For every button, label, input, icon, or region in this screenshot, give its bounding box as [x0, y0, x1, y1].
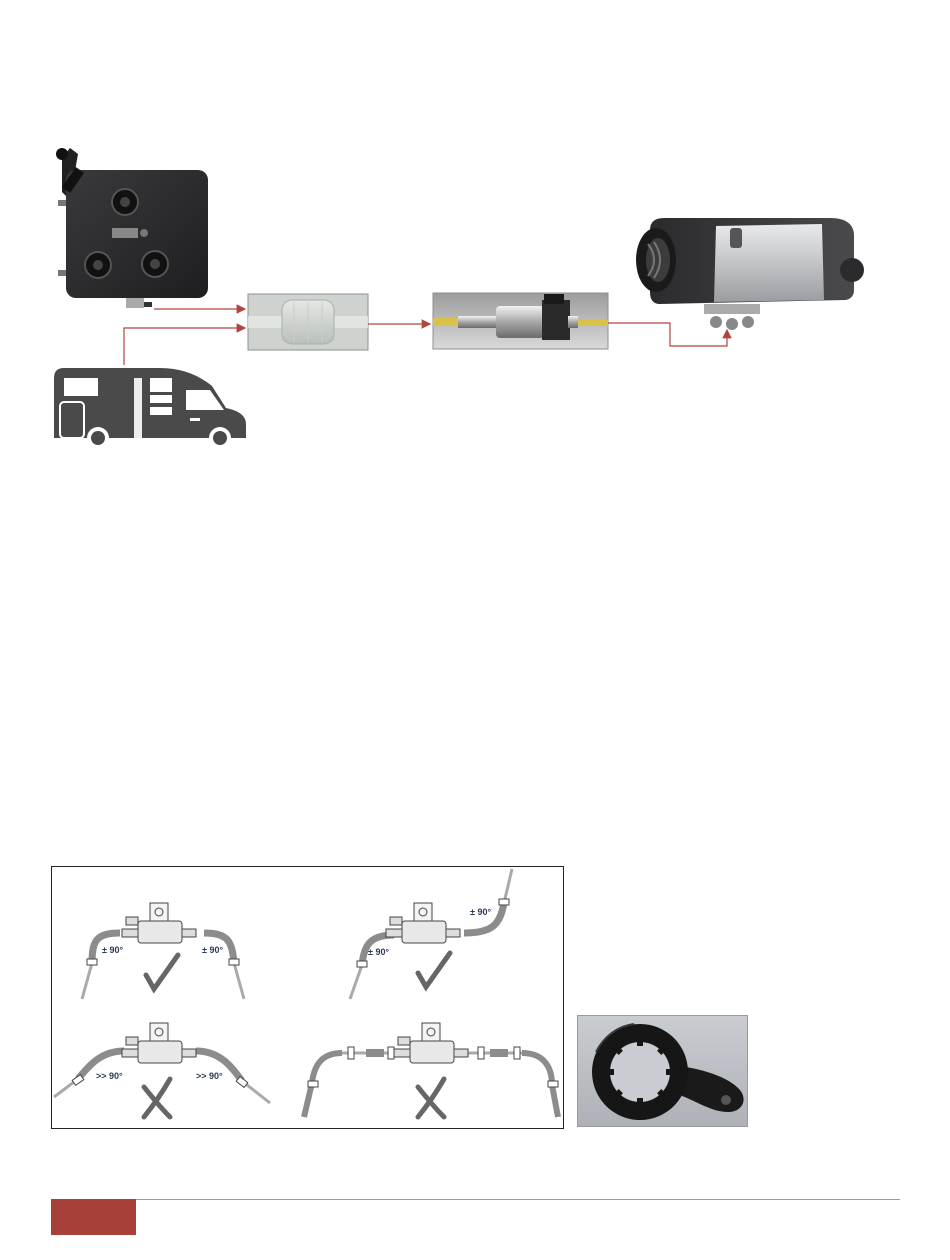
arrow-pump-to-heater: [608, 323, 727, 346]
footer-divider: [135, 1199, 900, 1200]
angle-label: >> 90°: [96, 1071, 123, 1081]
fuel-system-svg: [40, 140, 920, 460]
fuel-tank-photo: [56, 148, 208, 308]
fuel-flow-arrows: [124, 309, 727, 365]
footer-accent-block: [51, 1199, 136, 1235]
fuel-line-routing-diagram: ± 90° ± 90° ± 90° ± 90° >> 90°: [51, 866, 564, 1129]
wrench-icon: [578, 1016, 747, 1126]
arrow-vehicle-to-filter: [124, 328, 245, 365]
check-icon: [418, 953, 450, 987]
check-icon: [146, 955, 178, 989]
cross-icon: [418, 1079, 444, 1117]
correct-routing-panel-2: ± 90° ± 90°: [350, 869, 512, 999]
fuel-filter-photo: [248, 294, 368, 350]
correct-routing-panel-1: ± 90° ± 90°: [82, 903, 244, 999]
wrong-routing-panel-2: [304, 1023, 558, 1117]
angle-label: ± 90°: [102, 945, 123, 955]
routing-svg: ± 90° ± 90° ± 90° ± 90° >> 90°: [52, 867, 563, 1128]
angle-label: ± 90°: [202, 945, 223, 955]
motorhome-icon: [54, 368, 246, 449]
tool-photo: [577, 1015, 748, 1127]
air-heater-photo: [636, 218, 864, 330]
cross-icon: [144, 1079, 170, 1117]
angle-label: ± 90°: [470, 907, 491, 917]
fuel-system-diagram: [40, 140, 920, 460]
angle-label: >> 90°: [196, 1071, 223, 1081]
wrong-routing-panel-1: >> 90° >> 90°: [54, 1023, 270, 1117]
angle-label: ± 90°: [368, 947, 389, 957]
fuel-pump-photo: [433, 293, 608, 349]
